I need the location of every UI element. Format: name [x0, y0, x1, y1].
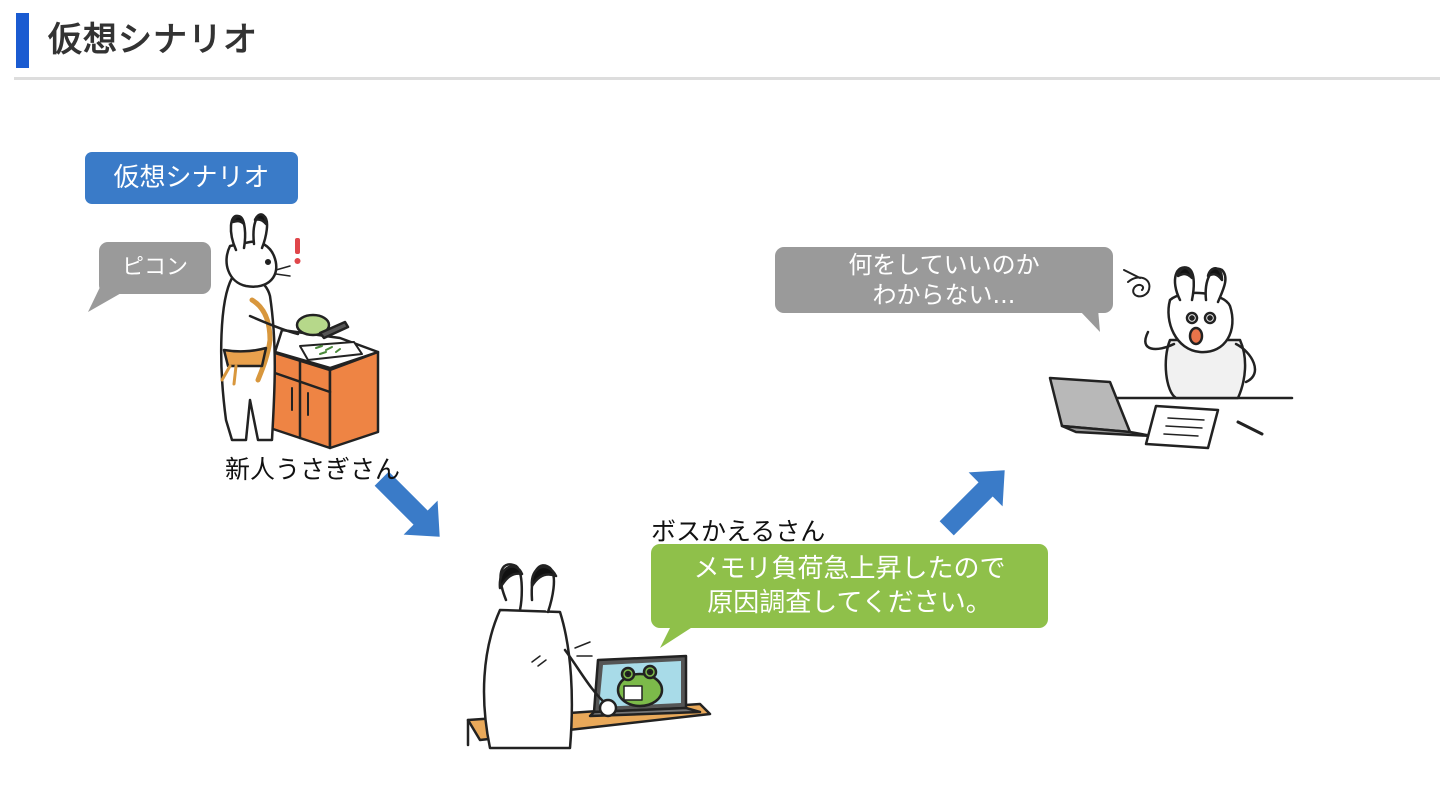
cooking-rabbit-illustration	[219, 213, 380, 450]
new-rabbit-label: 新人うさぎさん	[225, 455, 401, 484]
confused-rabbit-head	[1167, 291, 1234, 354]
scenario-tag: 仮想シナリオ	[85, 152, 298, 204]
header: 仮想シナリオ	[0, 0, 1440, 80]
worry-bubble-tail	[1080, 309, 1100, 332]
header-accent-bar	[16, 13, 29, 68]
header-divider	[14, 77, 1440, 80]
arrow-up-right-icon	[939, 470, 1005, 536]
open-laptop	[1048, 376, 1132, 434]
confused-thought-bubble: 何をしていいのか わからない...	[775, 247, 1113, 313]
boss-message-line: メモリ負荷急上昇したので	[693, 554, 1006, 584]
thought-line: 何をしていいのか	[848, 251, 1040, 279]
cabbage	[295, 313, 331, 337]
boss-message-bubble: メモリ負荷急上昇したので 原因調査してください。	[651, 544, 1048, 628]
dizzy-swirl-icon	[1127, 276, 1151, 298]
rabbit-back	[482, 608, 574, 750]
desk-rabbit-illustration	[466, 563, 712, 750]
thought-line: わからない...	[872, 281, 1016, 309]
knife	[318, 320, 350, 340]
chopped-greens	[315, 345, 341, 355]
page-title: 仮想シナリオ	[48, 20, 258, 60]
boss-message-line: 原因調査してください。	[707, 588, 992, 618]
boss-bubble-tail	[660, 624, 694, 648]
arrow-down-right-icon	[374, 471, 440, 537]
exclamation-icon	[295, 238, 300, 254]
boss-frog-label: ボスかえるさん	[651, 517, 826, 546]
picon-sound-bubble: ピコン	[99, 242, 211, 294]
confused-rabbit-illustration	[1048, 266, 1294, 450]
kitchen-counter	[268, 328, 380, 450]
